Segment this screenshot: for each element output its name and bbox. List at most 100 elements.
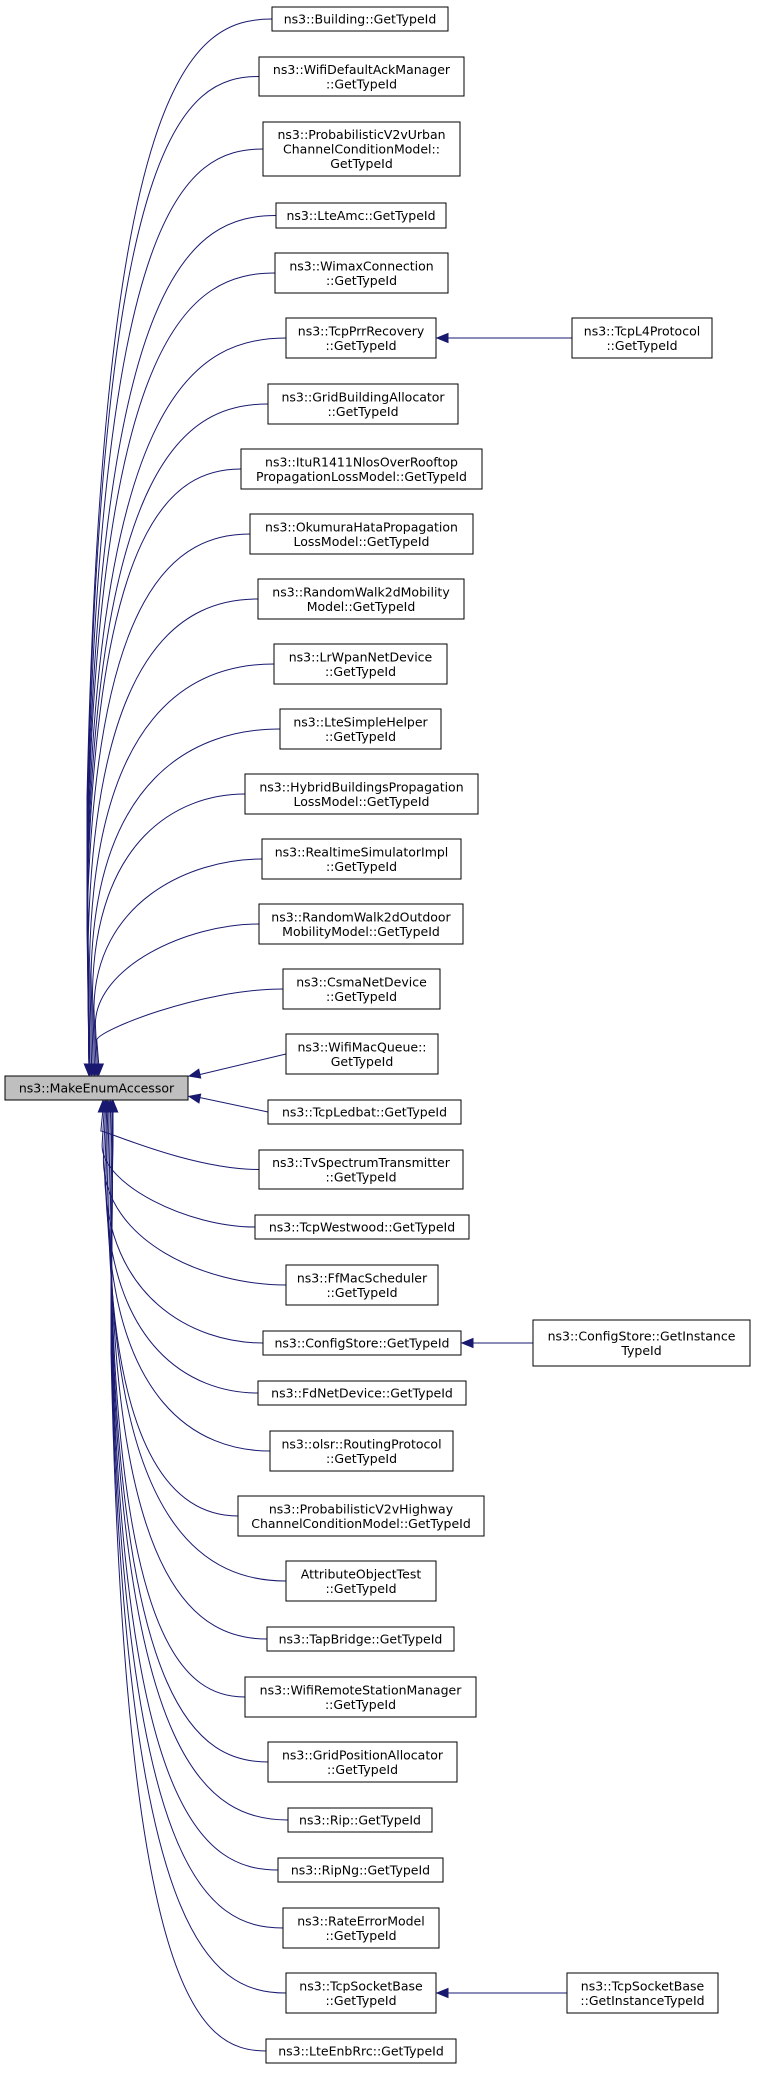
node-box bbox=[571, 317, 713, 359]
node-hybrid-buildings[interactable]: ns3::HybridBuildingsPropagationLossModel… bbox=[244, 773, 479, 815]
node-label: ns3::GridPositionAllocator bbox=[282, 1747, 444, 1762]
node-label: ::GetTypeId bbox=[327, 1762, 398, 1777]
node-box bbox=[4, 1075, 189, 1101]
edge-ripng bbox=[110, 1110, 279, 1871]
edge-hybrid-buildings bbox=[91, 793, 246, 1066]
node-prob-v2v-highway[interactable]: ns3::ProbabilisticV2vHighwayChannelCondi… bbox=[237, 1495, 485, 1537]
node-lte-amc[interactable]: ns3::LteAmc::GetTypeId bbox=[275, 202, 447, 229]
node-wifi-mac-queue[interactable]: ns3::WifiMacQueue::GetTypeId bbox=[285, 1033, 439, 1075]
nodes-layer: ns3::MakeEnumAccessor ns3::Building::GetT… bbox=[4, 6, 751, 2064]
arrowhead-lte-enb-rrc bbox=[107, 1099, 119, 1113]
node-label: ns3::RandomWalk2dOutdoor bbox=[271, 909, 451, 924]
node-box bbox=[273, 643, 448, 685]
node-rate-error-model[interactable]: ns3::RateErrorModel::GetTypeId bbox=[282, 1907, 440, 1949]
node-wifi-default-ack[interactable]: ns3::WifiDefaultAckManager::GetTypeId bbox=[258, 56, 465, 97]
node-wifi-remote-station[interactable]: ns3::WifiRemoteStationManager::GetTypeId bbox=[244, 1676, 477, 1718]
node-prob-v2v-urban[interactable]: ns3::ProbabilisticV2vUrbanChannelConditi… bbox=[262, 121, 461, 177]
arrowhead-tcp-l4-protocol bbox=[435, 332, 449, 344]
arrowhead-csma-net-device bbox=[93, 1063, 105, 1077]
node-label: ns3::ProbabilisticV2vUrban bbox=[277, 127, 445, 142]
node-label: ns3::FdNetDevice::GetTypeId bbox=[271, 1386, 453, 1401]
node-label: ns3::TcpLedbat::GetTypeId bbox=[282, 1105, 447, 1120]
node-lte-simple-helper[interactable]: ns3::LteSimpleHelper::GetTypeId bbox=[279, 708, 442, 750]
node-grid-building-allocator[interactable]: ns3::GridBuildingAllocator::GetTypeId bbox=[267, 383, 459, 425]
node-box bbox=[274, 252, 449, 294]
node-label: ::GetTypeId bbox=[325, 338, 396, 353]
node-box bbox=[566, 1972, 719, 2014]
node-okumura-hata[interactable]: ns3::OkumuraHataPropagationLossModel::Ge… bbox=[249, 513, 474, 555]
node-box bbox=[285, 1033, 439, 1075]
node-label: ::GetTypeId bbox=[606, 338, 677, 353]
node-config-store[interactable]: ns3::ConfigStore::GetTypeId bbox=[262, 1330, 462, 1356]
node-label: ns3::RipNg::GetTypeId bbox=[291, 1863, 430, 1878]
node-tcp-l4-protocol[interactable]: ns3::TcpL4Protocol::GetTypeId bbox=[571, 317, 713, 359]
edge-lte-simple-helper bbox=[90, 728, 281, 1066]
node-fd-net-device[interactable]: ns3::FdNetDevice::GetTypeId bbox=[257, 1380, 467, 1406]
node-tcp-socket-base[interactable]: ns3::TcpSocketBase::GetTypeId bbox=[285, 1972, 437, 2014]
node-rip[interactable]: ns3::Rip::GetTypeId bbox=[287, 1807, 433, 1833]
node-label: ns3::CsmaNetDevice bbox=[296, 974, 427, 989]
node-config-store-instance[interactable]: ns3::ConfigStore::GetInstanceTypeId bbox=[532, 1319, 751, 1367]
node-ripng[interactable]: ns3::RipNg::GetTypeId bbox=[277, 1857, 444, 1883]
edge-tap-bridge bbox=[110, 1110, 268, 1640]
node-tap-bridge[interactable]: ns3::TapBridge::GetTypeId bbox=[266, 1626, 455, 1652]
node-lte-enb-rrc[interactable]: ns3::LteEnbRrc::GetTypeId bbox=[265, 2038, 457, 2064]
node-label: ns3::MakeEnumAccessor bbox=[19, 1081, 175, 1096]
edge-wimax-connection bbox=[86, 272, 276, 1066]
node-label: ns3::OkumuraHataPropagation bbox=[265, 519, 458, 534]
node-random-walk-2d-outdoor[interactable]: ns3::RandomWalk2dOutdoorMobilityModel::G… bbox=[258, 903, 464, 945]
node-tcp-socket-base-instance[interactable]: ns3::TcpSocketBase::GetInstanceTypeId bbox=[566, 1972, 719, 2014]
node-label: AttributeObjectTest bbox=[301, 1566, 422, 1581]
node-label: ::GetTypeId bbox=[326, 273, 397, 288]
node-grid-position-allocator[interactable]: ns3::GridPositionAllocator::GetTypeId bbox=[267, 1741, 458, 1783]
edge-tv-spectrum bbox=[100, 1110, 260, 1170]
node-csma-net-device[interactable]: ns3::CsmaNetDevice::GetTypeId bbox=[282, 968, 441, 1010]
node-realtime-simulator[interactable]: ns3::RealtimeSimulatorImpl::GetTypeId bbox=[261, 838, 462, 880]
node-tcp-prr-recovery[interactable]: ns3::TcpPrrRecovery::GetTypeId bbox=[285, 317, 437, 359]
node-itur1411[interactable]: ns3::ItuR1411NlosOverRooftopPropagationL… bbox=[240, 448, 483, 490]
node-box bbox=[285, 1560, 437, 1602]
node-label: ns3::RealtimeSimulatorImpl bbox=[275, 844, 449, 859]
node-label: LossModel::GetTypeId bbox=[294, 794, 430, 809]
node-building[interactable]: ns3::Building::GetTypeId bbox=[271, 6, 449, 32]
node-lrwpan-net-device[interactable]: ns3::LrWpanNetDevice::GetTypeId bbox=[273, 643, 448, 685]
node-label: ::GetTypeId bbox=[326, 76, 397, 91]
edge-ff-mac-scheduler bbox=[102, 1110, 287, 1286]
node-label: Model::GetTypeId bbox=[307, 599, 416, 614]
node-attribute-object-test[interactable]: AttributeObjectTest::GetTypeId bbox=[285, 1560, 437, 1602]
node-label: ns3::WifiDefaultAckManager bbox=[273, 62, 451, 77]
node-label: ns3::HybridBuildingsPropagation bbox=[259, 779, 463, 794]
node-box bbox=[262, 1330, 462, 1356]
node-make-enum-accessor[interactable]: ns3::MakeEnumAccessor bbox=[4, 1075, 189, 1101]
node-label: ns3::WimaxConnection bbox=[289, 258, 433, 273]
node-box bbox=[254, 1214, 470, 1240]
node-label: ns3::TvSpectrumTransmitter bbox=[272, 1155, 451, 1170]
edge-grid-building-allocator bbox=[86, 403, 269, 1066]
node-label: ns3::LteAmc::GetTypeId bbox=[287, 208, 436, 223]
node-tcp-ledbat[interactable]: ns3::TcpLedbat::GetTypeId bbox=[267, 1099, 462, 1125]
node-box bbox=[257, 1380, 467, 1406]
node-tv-spectrum[interactable]: ns3::TvSpectrumTransmitter::GetTypeId bbox=[258, 1149, 464, 1190]
node-ff-mac-scheduler[interactable]: ns3::FfMacScheduler::GetTypeId bbox=[285, 1264, 439, 1306]
node-label: ns3::ConfigStore::GetTypeId bbox=[275, 1336, 450, 1351]
node-label: ns3::FfMacScheduler bbox=[297, 1270, 428, 1285]
node-label: ns3::LteEnbRrc::GetTypeId bbox=[278, 2044, 444, 2059]
node-label: ns3::Building::GetTypeId bbox=[284, 12, 437, 27]
node-label: ns3::ItuR1411NlosOverRooftop bbox=[265, 454, 458, 469]
node-label: ::GetTypeId bbox=[325, 729, 396, 744]
node-label: ::GetTypeId bbox=[326, 1451, 397, 1466]
node-tcp-westwood[interactable]: ns3::TcpWestwood::GetTypeId bbox=[254, 1214, 470, 1240]
node-label: ns3::GridBuildingAllocator bbox=[281, 389, 445, 404]
edge-okumura-hata bbox=[86, 533, 251, 1066]
node-box bbox=[285, 1264, 439, 1306]
node-olsr-routing[interactable]: ns3::olsr::RoutingProtocol::GetTypeId bbox=[269, 1430, 454, 1472]
node-label: ns3::olsr::RoutingProtocol bbox=[281, 1436, 441, 1451]
node-box bbox=[285, 317, 437, 359]
node-label: ::GetTypeId bbox=[325, 1993, 396, 2008]
edge-random-walk-2d bbox=[87, 598, 259, 1066]
node-label: MobilityModel::GetTypeId bbox=[282, 924, 440, 939]
node-wimax-connection[interactable]: ns3::WimaxConnection::GetTypeId bbox=[274, 252, 449, 294]
node-label: ns3::Rip::GetTypeId bbox=[299, 1813, 421, 1828]
node-random-walk-2d[interactable]: ns3::RandomWalk2dMobilityModel::GetTypeI… bbox=[257, 578, 465, 620]
node-label: ::GetTypeId bbox=[327, 404, 398, 419]
